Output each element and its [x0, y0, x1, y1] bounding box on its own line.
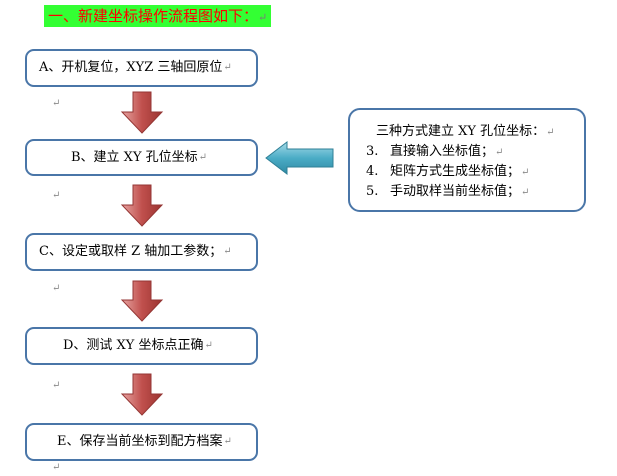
down-arrow-2	[120, 184, 164, 227]
paragraph-mark: ↵	[52, 380, 61, 391]
item-number: 3.	[366, 144, 379, 159]
paragraph-mark: ↵	[521, 187, 530, 198]
item-number: 5.	[366, 184, 379, 199]
step-e-box: E、保存当前坐标到配方档案↵	[25, 423, 258, 461]
item-number: 4.	[366, 164, 379, 179]
methods-item: 5. 手动取样当前坐标值；↵	[350, 182, 584, 202]
down-arrow-3	[120, 280, 164, 322]
paragraph-mark: ↵	[52, 98, 61, 109]
step-a-text: A、开机复位，XYZ 三轴回原位	[39, 60, 223, 75]
paragraph-mark: ↵	[52, 190, 61, 201]
paragraph-mark: ↵	[223, 436, 232, 447]
paragraph-mark: ↵	[223, 246, 232, 257]
step-a-box: A、开机复位，XYZ 三轴回原位↵	[25, 49, 258, 87]
methods-box: 三种方式建立 XY 孔位坐标：↵ 3.直接输入坐标值；↵ 4.矩阵方式生成坐标值…	[348, 108, 586, 212]
paragraph-mark: ↵	[52, 283, 61, 294]
paragraph-mark: ↵	[223, 62, 232, 73]
step-c-text: C、设定或取样 Z 轴加工参数；	[39, 244, 223, 259]
step-e-text: E、保存当前坐标到配方档案	[57, 434, 223, 449]
down-arrow-1	[120, 91, 164, 134]
step-c-box: C、设定或取样 Z 轴加工参数；↵	[25, 233, 258, 271]
paragraph-mark: ↵	[204, 340, 213, 351]
methods-heading-text: 三种方式建立 XY 孔位坐标：	[376, 124, 546, 139]
methods-item: 4. 矩阵方式生成坐标值；↵	[350, 162, 584, 182]
item-text: 手动取样当前坐标值；	[390, 184, 521, 199]
down-arrow-4	[120, 373, 164, 416]
paragraph-mark: ↵	[52, 462, 61, 473]
left-arrow	[265, 140, 334, 176]
methods-item: 3. 直接输入坐标值；↵	[350, 142, 584, 162]
step-b-box: B、建立 XY 孔位坐标↵	[25, 139, 258, 176]
paragraph-mark: ↵	[521, 167, 530, 178]
title-text: 一、新建坐标操作流程图如下：	[48, 7, 259, 25]
methods-heading: 三种方式建立 XY 孔位坐标：↵	[350, 122, 584, 142]
paragraph-mark: ↵	[198, 151, 208, 163]
step-b-text: B、建立 XY 孔位坐标	[71, 149, 198, 165]
page-title: 一、新建坐标操作流程图如下：↵	[44, 5, 272, 27]
step-d-box: D、测试 XY 坐标点正确↵	[25, 327, 258, 365]
step-d-text: D、测试 XY 坐标点正确	[63, 338, 204, 353]
paragraph-mark: ↵	[495, 147, 504, 158]
item-text: 矩阵方式生成坐标值；	[390, 164, 521, 179]
paragraph-mark: ↵	[546, 127, 555, 138]
item-text: 直接输入坐标值；	[390, 144, 495, 159]
paragraph-mark: ↵	[258, 11, 268, 24]
